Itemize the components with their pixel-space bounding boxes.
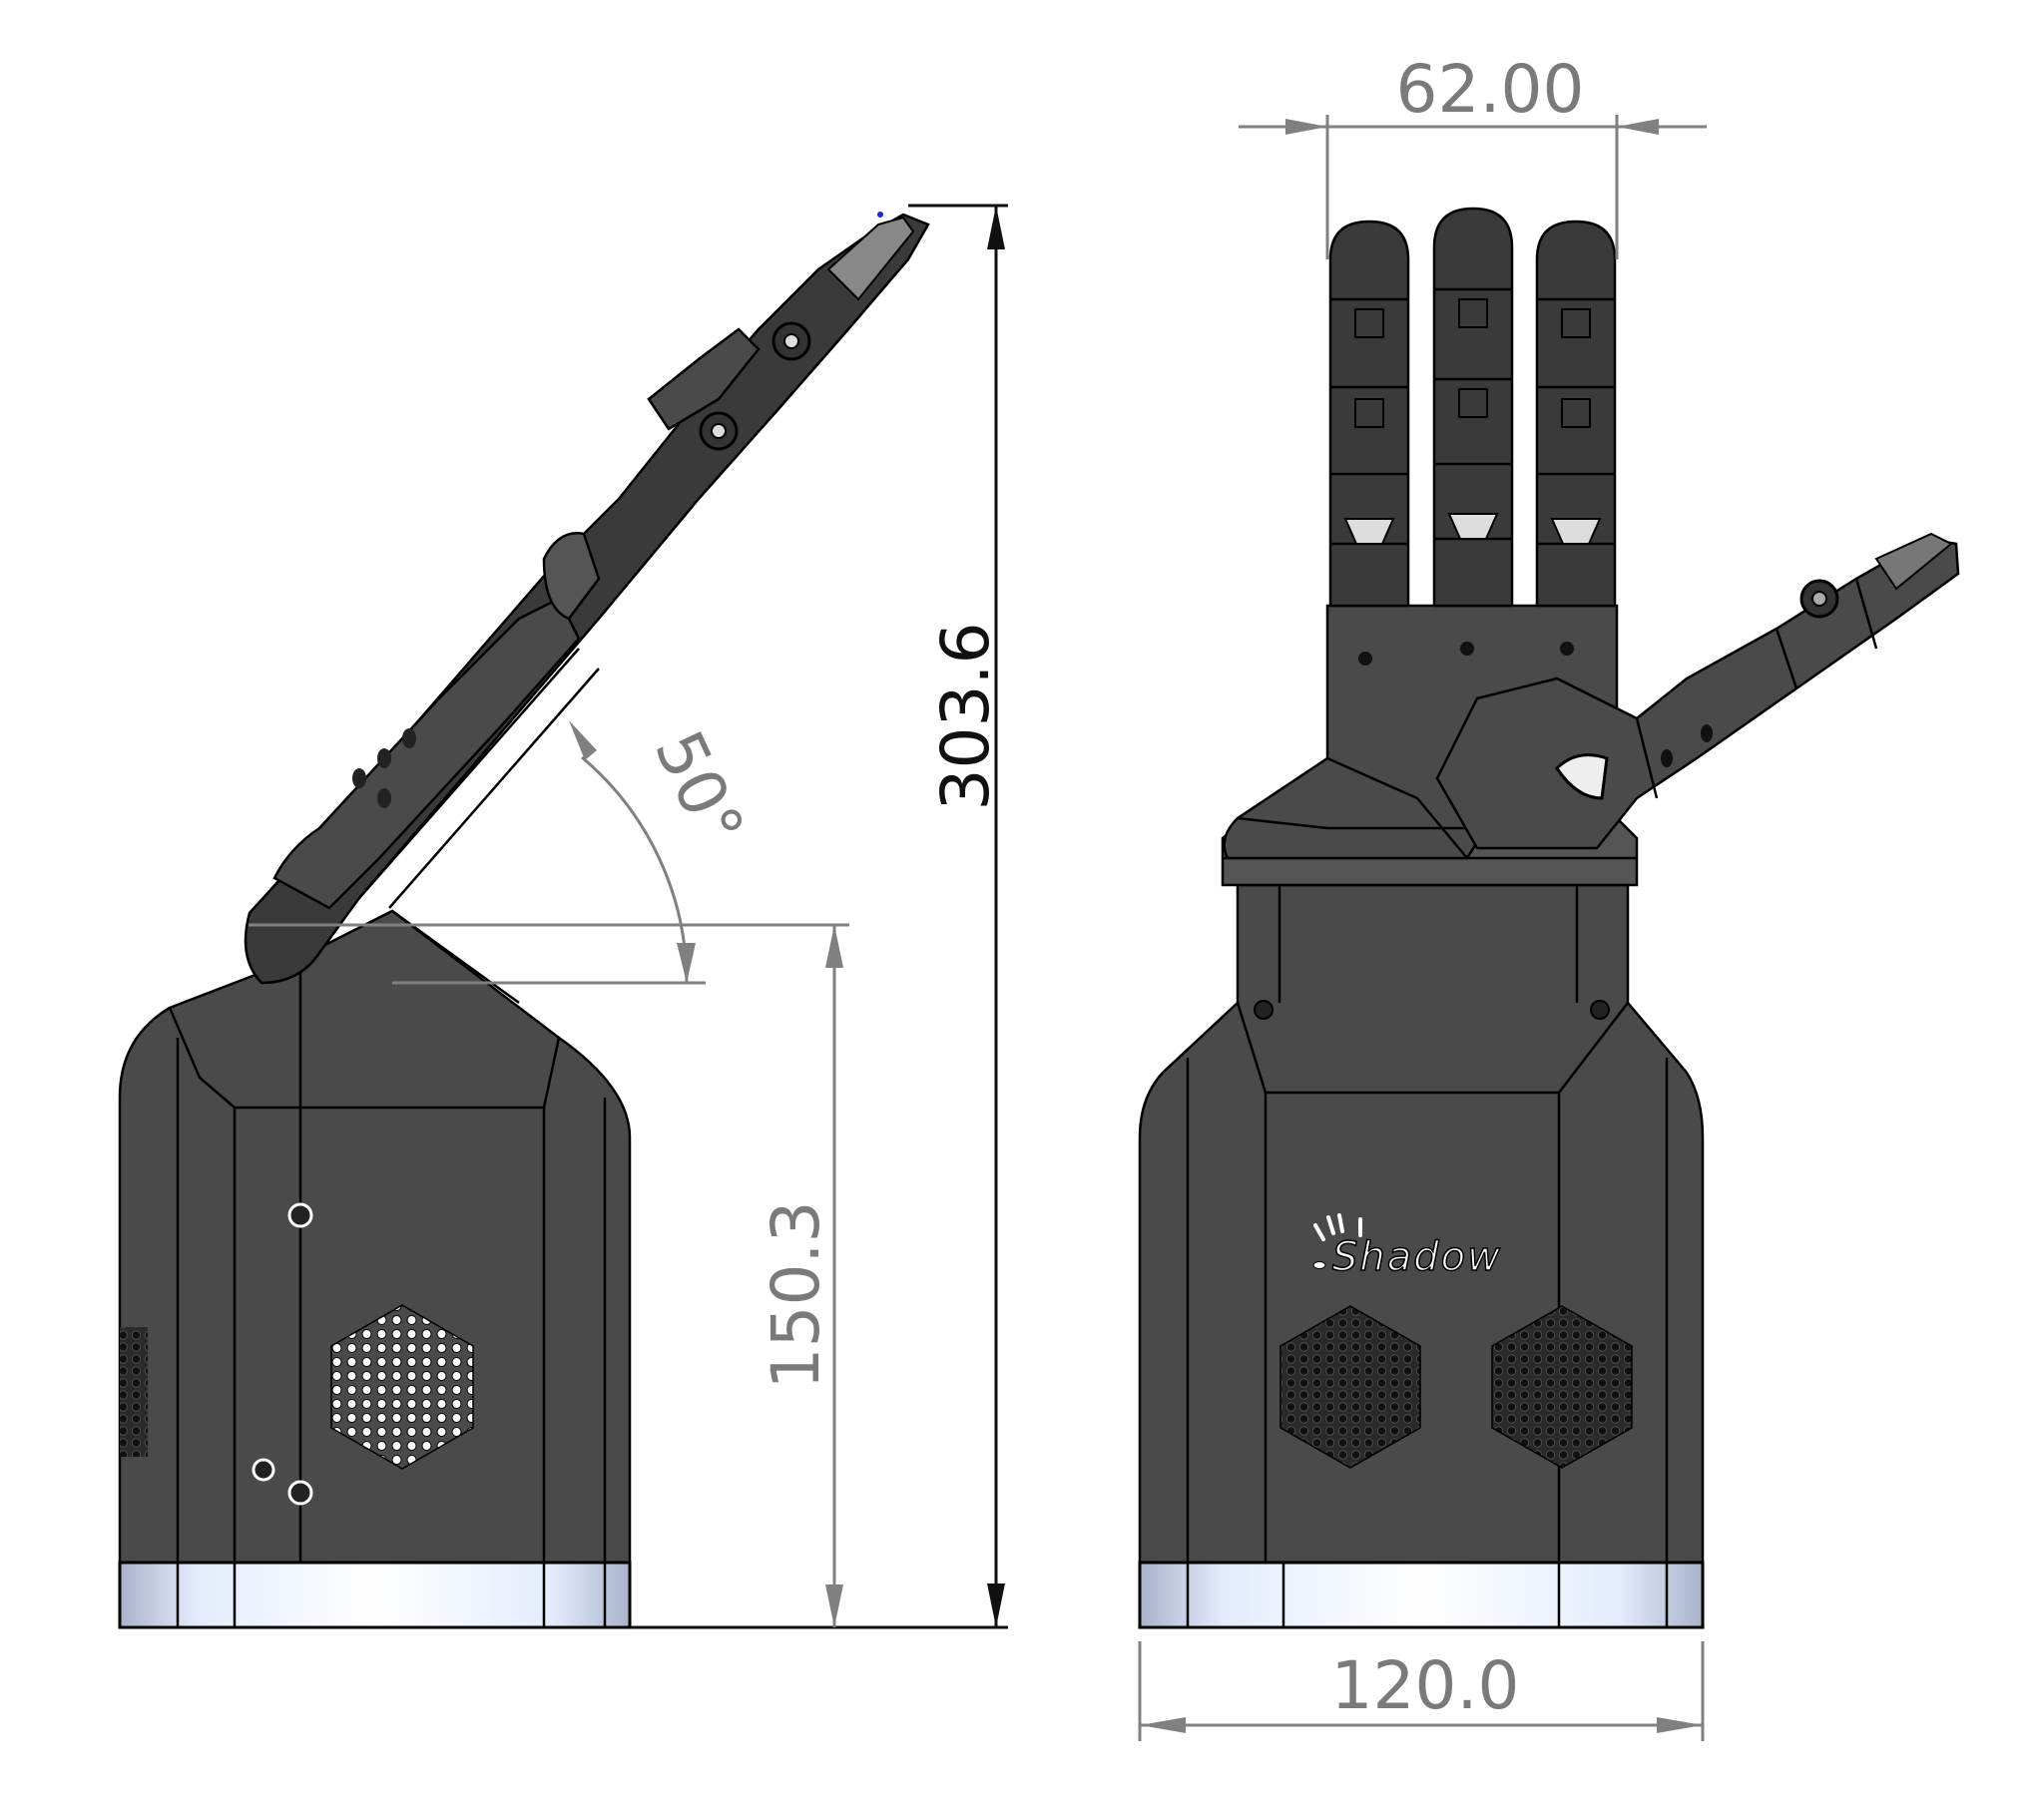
dimension-base-width: 120.0 [1138, 1641, 1705, 1741]
side-tilted-finger [244, 212, 930, 985]
dimension-finger-span: 62.00 [1239, 51, 1707, 259]
finger-ring [1535, 220, 1617, 608]
speaker-grille-left [1279, 1305, 1421, 1469]
dimension-base-height: 150.3 [249, 923, 849, 1627]
finger-middle [1432, 207, 1514, 608]
finger-span-label: 62.00 [1396, 51, 1585, 128]
side-base-band [118, 1561, 632, 1629]
screw-icon [252, 1458, 275, 1482]
overall-height-label: 303.6 [927, 623, 1004, 811]
tilt-angle-label: 50° [640, 719, 759, 858]
screw-icon [287, 1480, 313, 1506]
side-grille-edge [120, 1327, 148, 1457]
shadow-logo: Shadow [1312, 1213, 1502, 1281]
front-base-body [1138, 883, 1705, 1565]
screw-icon [1254, 1000, 1274, 1020]
side-view [118, 212, 930, 1629]
speaker-grille-side [330, 1304, 474, 1470]
screw-icon [287, 1202, 313, 1228]
shadow-logo-text: Shadow [1332, 1234, 1502, 1280]
screw-icon [1590, 1000, 1610, 1020]
front-base-band [1138, 1561, 1705, 1629]
finger-index [1328, 220, 1410, 608]
side-base-body [118, 909, 632, 1565]
speaker-grille-right [1491, 1305, 1633, 1469]
front-view: Shadow [1138, 207, 1960, 1629]
thumb [1435, 532, 1960, 850]
base-height-label: 150.3 [758, 1201, 834, 1390]
base-width-label: 120.0 [1331, 1647, 1520, 1724]
dimension-overall-height: 303.6 [631, 204, 1008, 1629]
